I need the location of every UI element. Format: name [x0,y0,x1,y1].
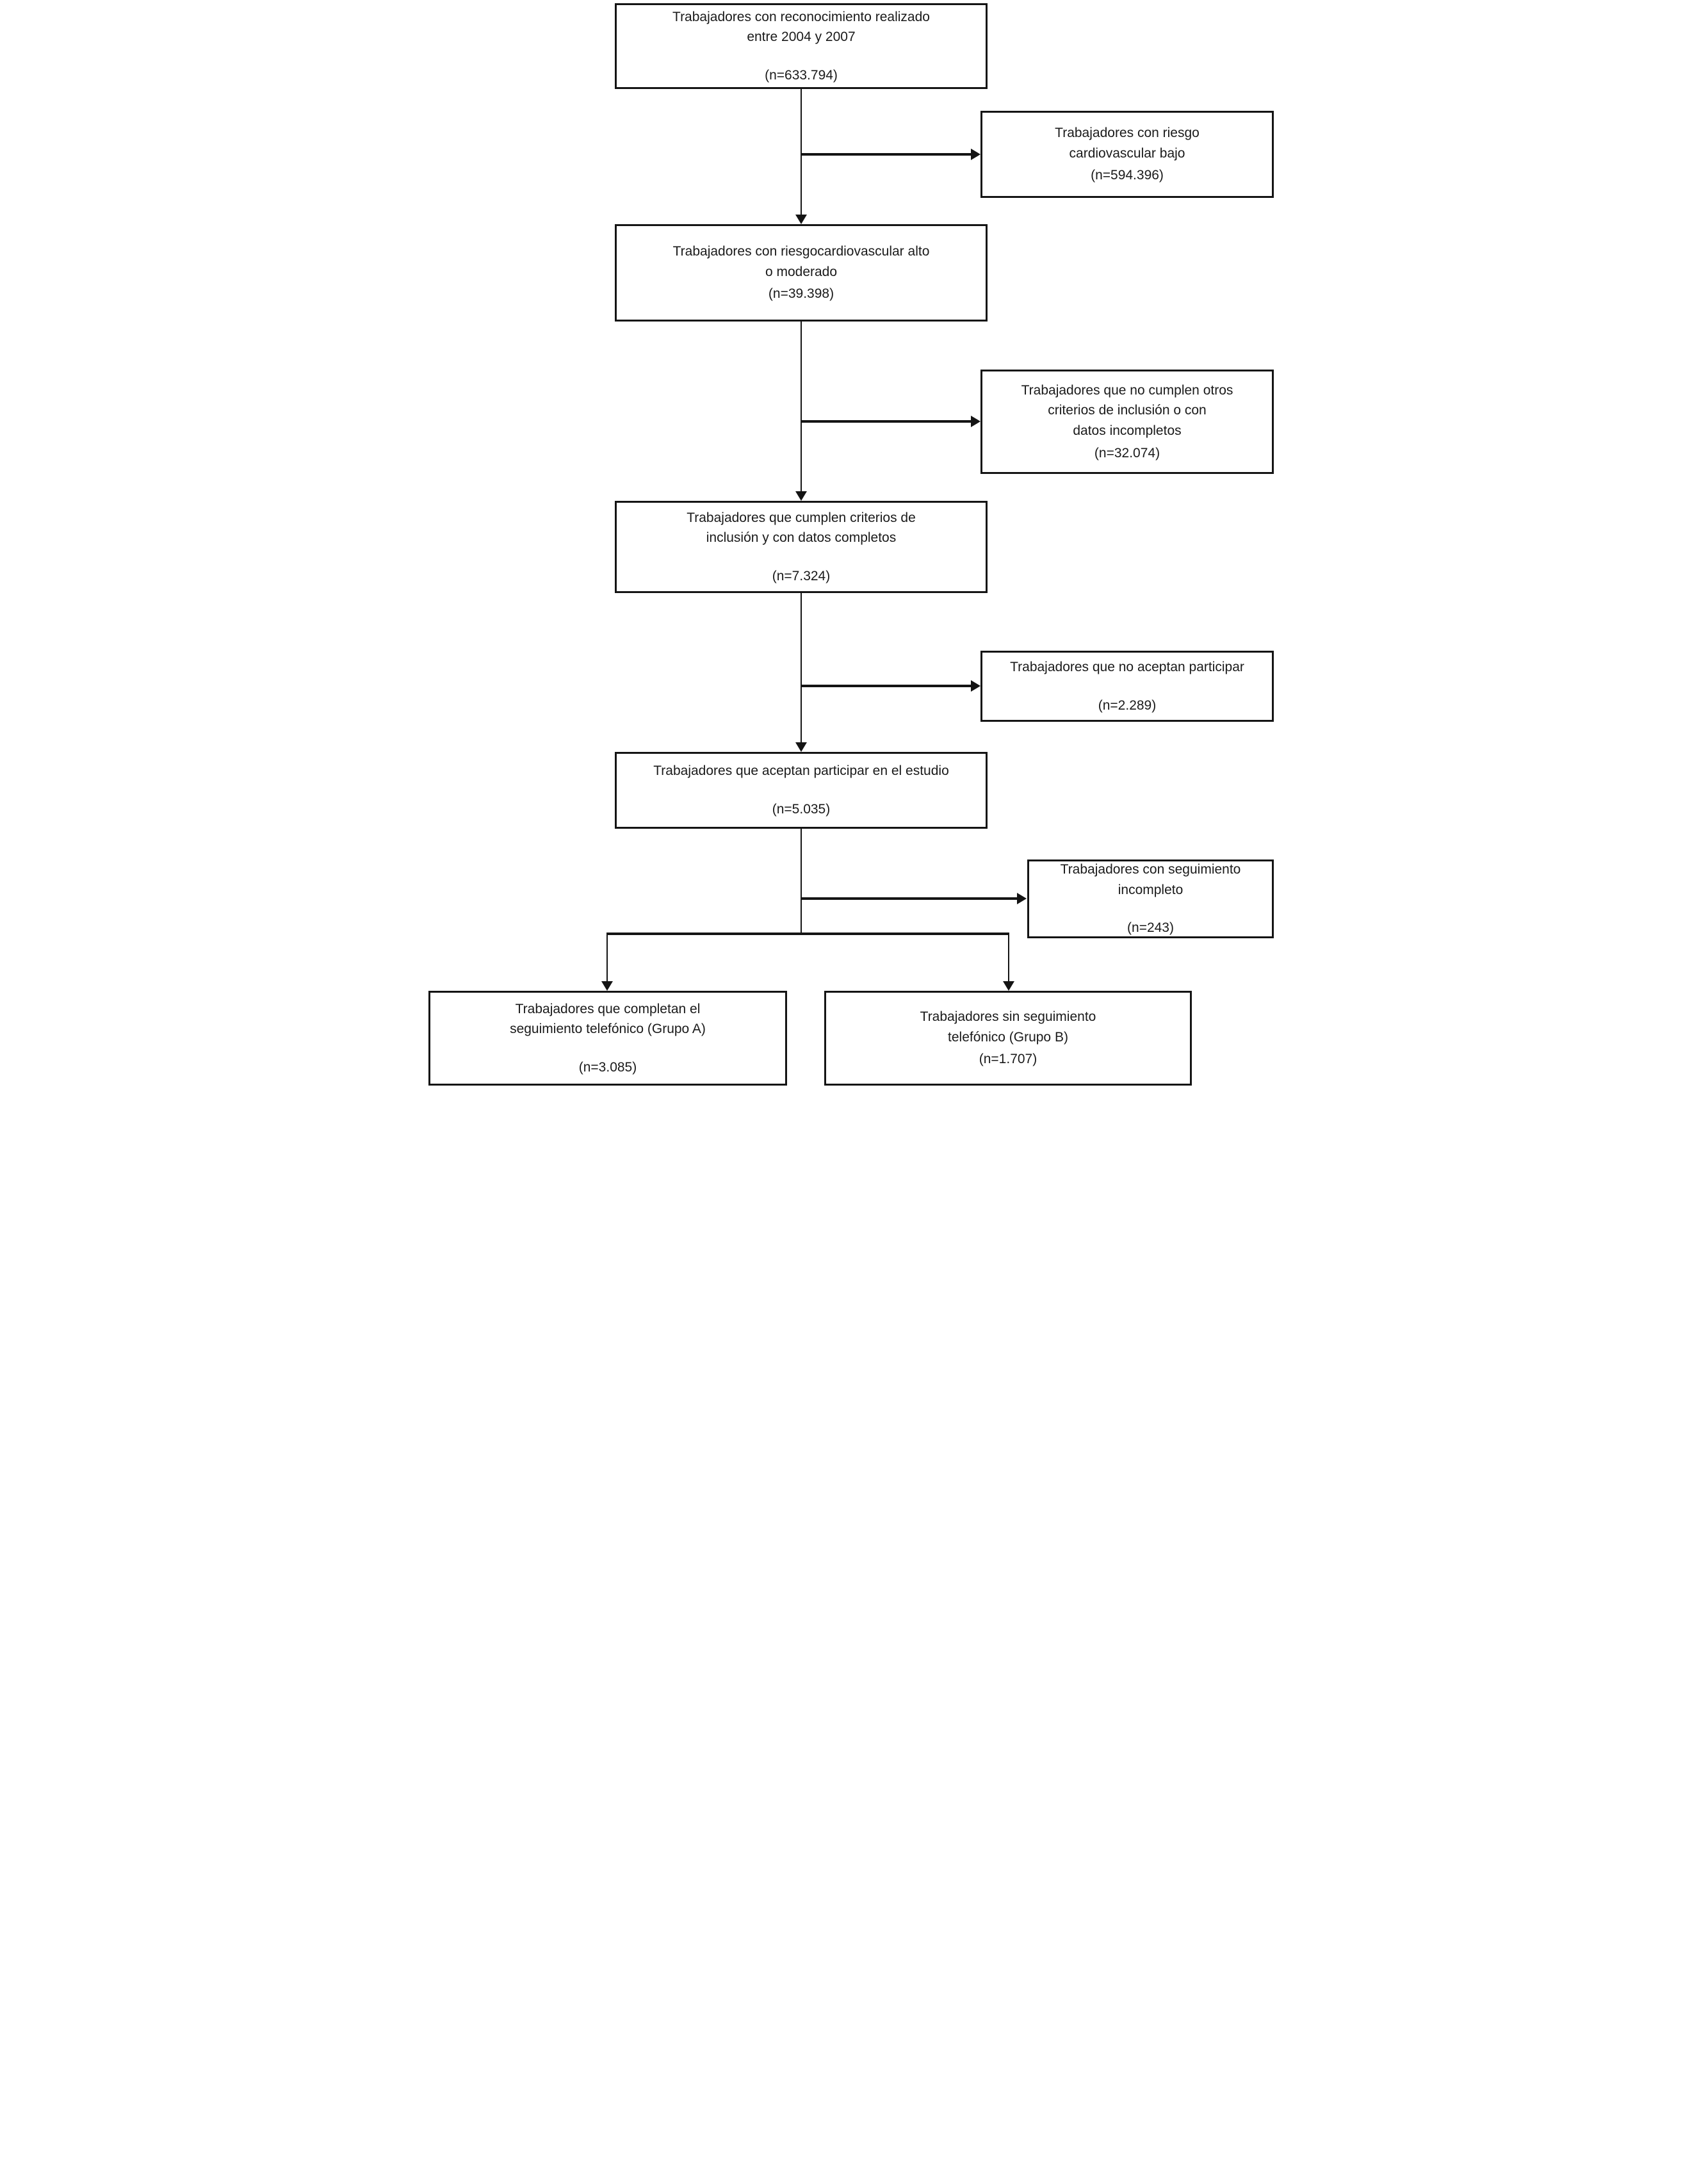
box-n-value: (n=2.289) [1098,697,1157,713]
box-recognition-2004-2007: Trabajadores con reconocimiento realizad… [615,3,988,89]
box-n-value: (n=39.398) [768,286,834,302]
connector-h2 [801,420,972,423]
connector-v1 [801,89,802,215]
box-title: Trabajadores que no aceptan participar [1010,659,1244,674]
connector-branch-right-drop [1008,933,1009,981]
arrowhead-right-to-box2 [971,149,980,160]
box-n-value: (n=7.324) [772,568,831,583]
flowchart-canvas: Trabajadores con reconocimiento realizad… [427,0,1281,1088]
box-title: Trabajadores que aceptan participar en e… [653,763,949,779]
arrowhead-down-to-box3 [795,215,807,224]
connector-branch-left-drop [606,933,608,981]
box-decline-participation-excluded: Trabajadores que no aceptan participar (… [980,651,1274,722]
box-title: Trabajadores con riesgocardiovascular al… [672,244,930,279]
arrowhead-right-to-box8 [1017,893,1027,904]
box-n-value: (n=633.794) [765,67,838,83]
box-n-value: (n=32.074) [1094,445,1160,460]
arrowhead-right-to-box4 [971,416,980,427]
connector-h1 [801,153,972,156]
box-n-value: (n=1.707) [979,1052,1037,1067]
box-n-value: (n=594.396) [1091,168,1164,183]
arrowhead-down-to-box7 [795,742,807,752]
connector-v4 [801,829,802,935]
box-title: Trabajadores con reconocimiento realizad… [672,9,930,45]
connector-v3 [801,593,802,742]
box-n-value: (n=3.085) [578,1059,637,1075]
connector-h3 [801,685,972,687]
box-n-value: (n=5.035) [772,802,831,817]
box-accept-participation: Trabajadores que aceptan participar en e… [615,752,988,829]
arrowhead-right-to-box6 [971,680,980,692]
connector-branch-horizontal [606,933,1009,935]
connector-v2 [801,322,802,491]
arrowhead-down-to-group-b [1003,981,1014,991]
arrowhead-down-to-group-a [601,981,613,991]
box-n-value: (n=243) [1127,920,1174,936]
arrowhead-down-to-box5 [795,491,807,501]
connector-h4 [801,897,1018,900]
box-high-moderate-risk: Trabajadores con riesgocardiovascular al… [615,224,988,322]
